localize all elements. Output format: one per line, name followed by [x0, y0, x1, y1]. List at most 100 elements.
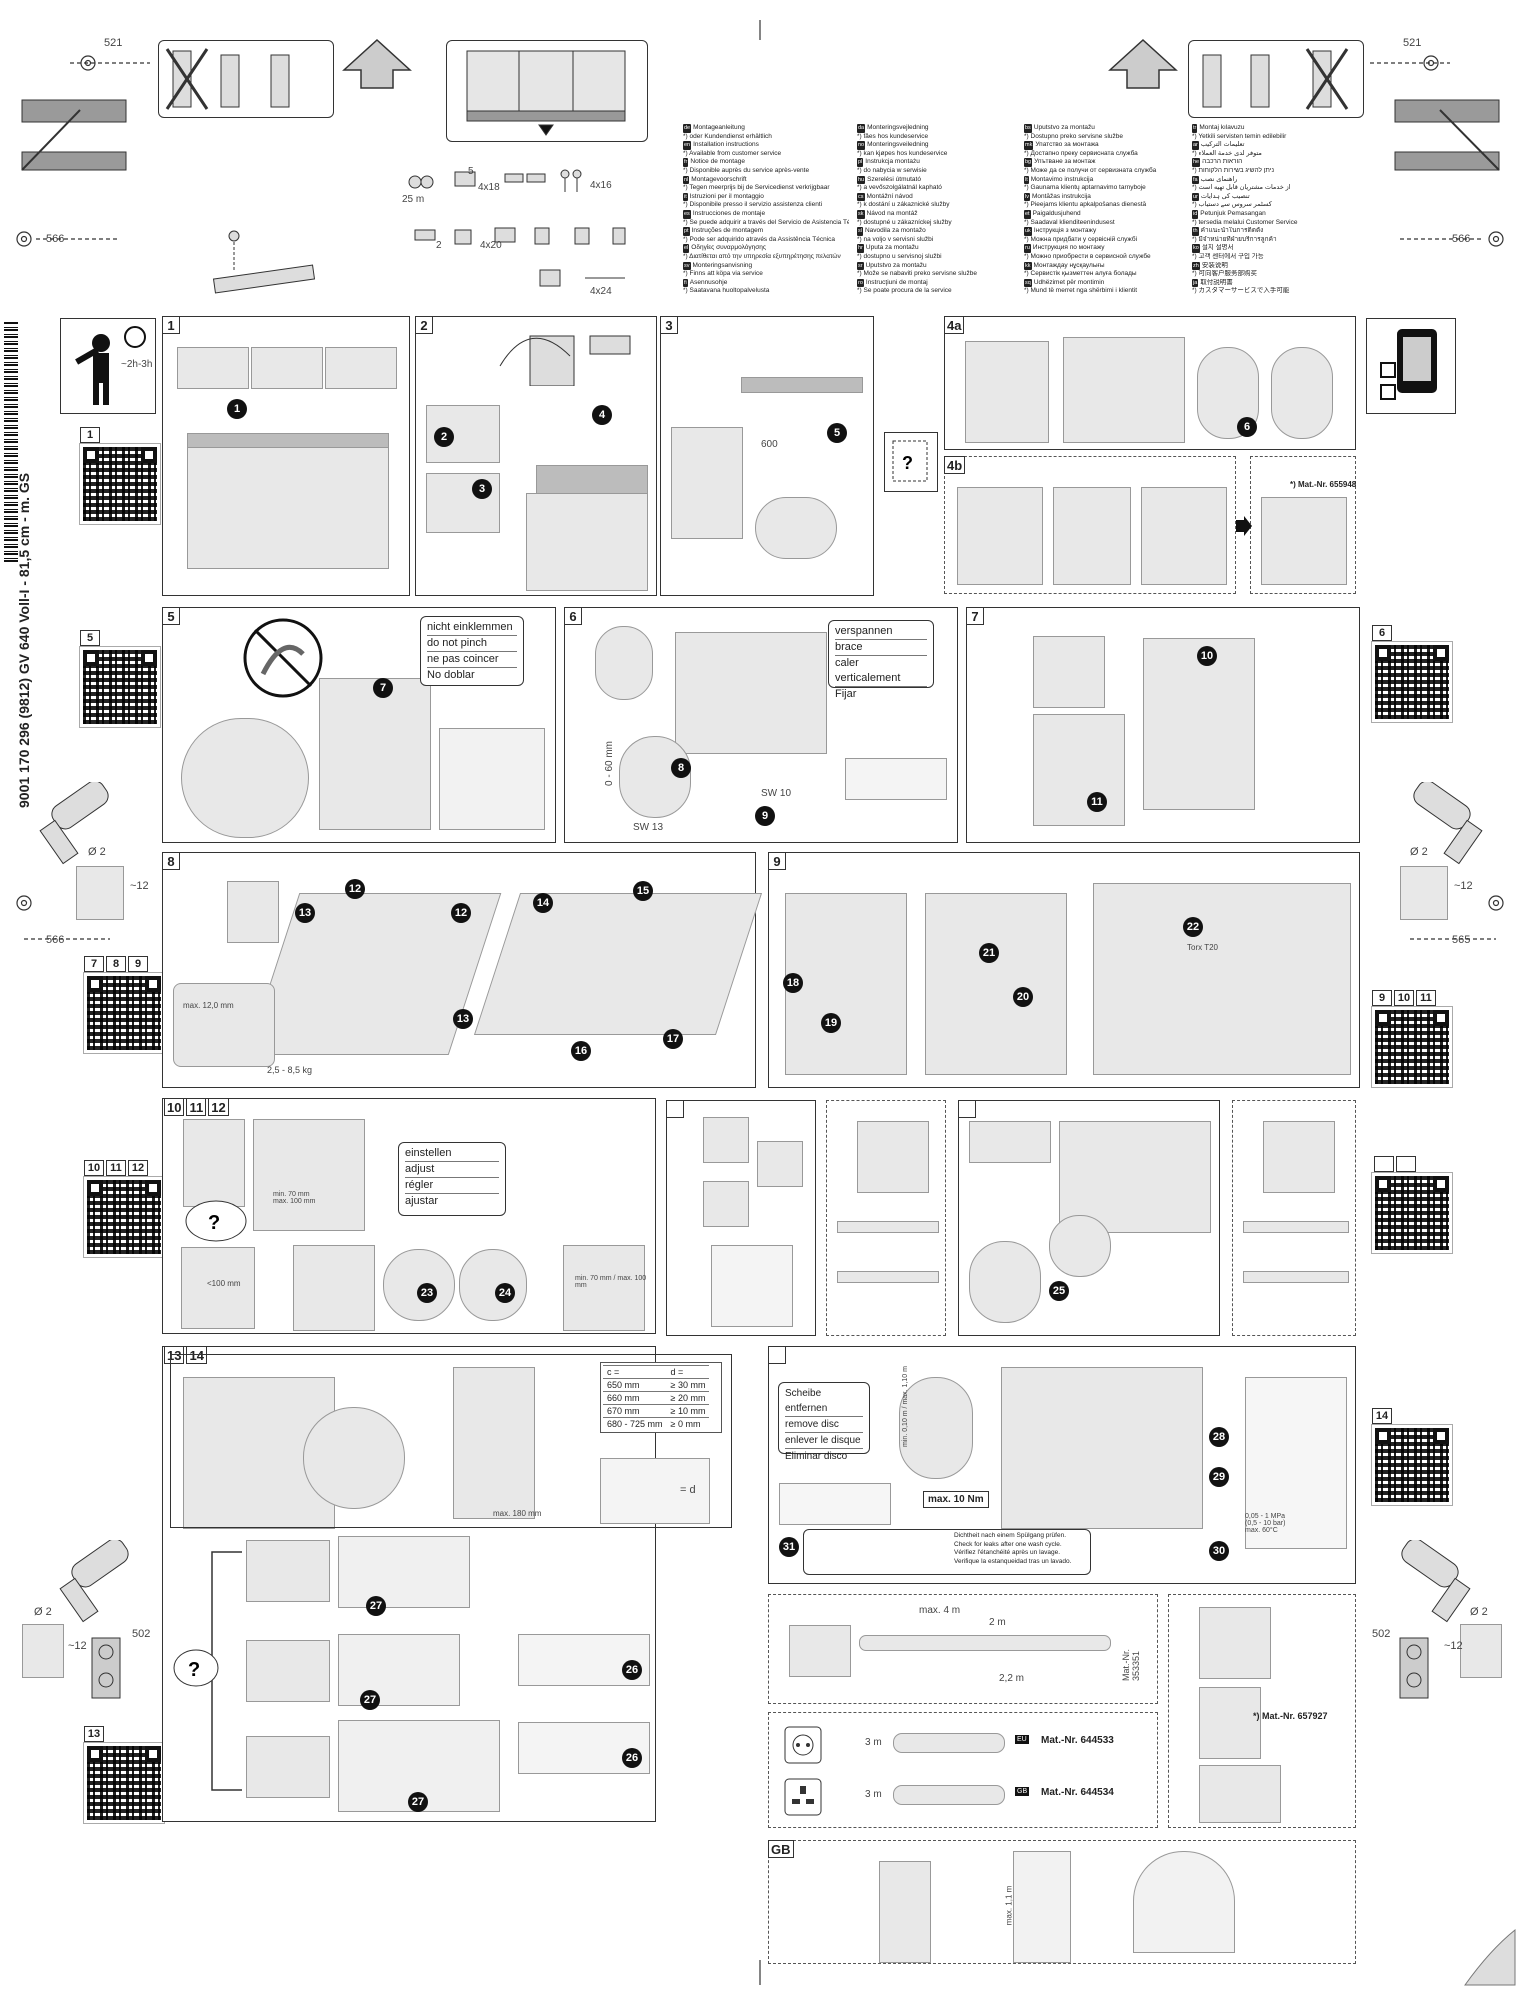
panel2-cables — [499, 335, 631, 386]
drill-hole-right-bottom — [1460, 1624, 1502, 1678]
language-note: *) Можно приобрести в сервисной службе — [1024, 253, 1190, 262]
language-code: he — [1192, 158, 1201, 167]
hinge-bracket-right — [1399, 1637, 1429, 1699]
step-panel-7: 7 10 11 — [966, 607, 1360, 843]
language-code: nl — [683, 175, 690, 185]
language-note: *) کسٹمر سروس سے دستیاب — [1192, 201, 1358, 210]
drill-dia-left-bottom: Ø 2 — [34, 1606, 52, 1618]
language-code: lt — [1024, 175, 1029, 185]
language-note: *) Yetkili servisten temin edilebilir — [1192, 133, 1358, 142]
language-text: *) Може да се получи от сервизната служб… — [1024, 166, 1157, 174]
drill-icon-right-bottom — [1401, 1540, 1471, 1623]
language-note: *) متوفر لدى خدمة العملاء — [1192, 150, 1358, 159]
language-code: de — [683, 124, 692, 133]
language-note: *) Finns att köpa via service — [683, 270, 849, 279]
language-text: *) Može se nabaviti preko servisne služb… — [857, 270, 977, 278]
language-text: *) カスタマーサービスで入手可能 — [1192, 287, 1290, 295]
qr-code-789[interactable] — [83, 972, 165, 1054]
leak-check-box: Dichtheit nach einem Spülgang prüfen.Che… — [803, 1529, 1091, 1575]
dim-bottom-left: 502 — [132, 1628, 151, 1640]
language-note: *) Dostupno preko servisne službe — [1024, 133, 1190, 142]
language-text: Instrucciones de montaje — [692, 209, 766, 217]
language-text: *) fåes hos kundeservice — [857, 132, 929, 140]
language-note: *) Може да се получи от сервизната служб… — [1024, 167, 1190, 176]
qr-label-13: 13 — [84, 1726, 104, 1742]
language-code: it — [683, 192, 688, 202]
language-text: *) کسٹمر سروس سے دستیاب — [1192, 201, 1272, 209]
language-text: Montagevoorschrift — [691, 175, 747, 183]
language-code: id — [1192, 209, 1199, 219]
language-code: hr — [857, 244, 864, 253]
qr-code-13[interactable] — [83, 1742, 165, 1824]
qr-code-5[interactable] — [79, 646, 161, 728]
cd-detail — [600, 1458, 710, 1524]
qr-code-6[interactable] — [1371, 641, 1453, 723]
drill-icon-left-bottom — [59, 1540, 129, 1623]
language-code: sr — [857, 261, 864, 271]
language-text: *) Disponibile presso il servizio assist… — [683, 201, 823, 209]
language-text: הוראות הרכבה — [1202, 158, 1243, 166]
language-note: *) Διατίθεται από την υπηρεσία εξυπηρέτη… — [683, 253, 849, 262]
mat-nr-4b: *) Mat.-Nr. 655948 — [1290, 480, 1357, 489]
phone-qr-box — [1366, 318, 1456, 414]
language-text: Istruzioni per il montaggio — [689, 192, 764, 200]
language-code: sk — [857, 209, 865, 219]
language-text: Asennusohje — [689, 278, 728, 286]
step-panel-1: 1 1 — [162, 316, 410, 596]
language-text: *) a vevőszolgálatnál kapható — [857, 184, 942, 192]
drill-icon-right-top — [1413, 782, 1483, 865]
qr-code-101112[interactable] — [83, 1176, 165, 1258]
drill-dia-right-bottom: Ø 2 — [1470, 1606, 1488, 1618]
language-text: *) 고객 센터에서 구입 가능 — [1192, 252, 1264, 260]
language-note: *) Može se nabaviti preko servisne služb… — [857, 270, 1023, 279]
language-text: Uputstvo za montažu — [1033, 124, 1095, 131]
hinge-bracket-left — [91, 1637, 121, 1699]
language-code: en — [683, 141, 692, 150]
step-27a: 27 — [366, 1596, 386, 1616]
dim-mid-right: 566 — [1452, 233, 1471, 245]
qr-code-91011[interactable] — [1371, 1006, 1453, 1088]
language-code: bg — [1024, 158, 1033, 167]
qr-code-14[interactable] — [1371, 1424, 1453, 1506]
barcode — [4, 322, 18, 562]
language-text: Instrukcja montażu — [865, 158, 920, 166]
svg-text:?: ? — [208, 1212, 220, 1234]
alignment-panel — [666, 1100, 816, 1336]
language-text: *) Можна придбати у сервісній службі — [1024, 235, 1138, 243]
language-text: Návod na montáž — [866, 209, 918, 217]
option-a-rail — [338, 1536, 470, 1608]
step-panel-3: 3 5 600 — [660, 316, 874, 596]
language-code: es — [683, 209, 691, 219]
qr-code-blank[interactable] — [1371, 1172, 1453, 1254]
tool-time-box: ~2h-3h — [60, 318, 156, 414]
step-27b: 27 — [360, 1690, 380, 1710]
language-text: *) Tegen meerprijs bij de Servicedienst … — [683, 184, 830, 192]
qr-label-blank — [1374, 1156, 1416, 1172]
qr-label-6: 6 — [1372, 625, 1392, 641]
language-text: *) oder Kundendienst erhältlich — [683, 132, 772, 140]
option-b-cabinet — [246, 1640, 330, 1702]
language-code: hu — [857, 175, 866, 185]
gb-panel: GB max. 1,1 m — [768, 1840, 1356, 1964]
step-panel-9: 9 18 19 21 20 22 Torx T20 — [768, 852, 1360, 1088]
language-text: *) dostupno u servisnoj službi — [857, 252, 942, 260]
no-pinch-icon — [243, 618, 323, 698]
language-note: *) Saadaval klienditeenindusest — [1024, 219, 1190, 228]
cable-extension-panel: 3 m 3 m EU GB Mat.-Nr. 644533 Mat.-Nr. 6… — [768, 1712, 1158, 1828]
language-note: *) kan kjøpes hos kundeservice — [857, 150, 1023, 159]
step-panel-4a: 4a 6 — [944, 316, 1356, 450]
qr-code-1[interactable] — [79, 443, 161, 525]
language-code: et — [1024, 209, 1031, 219]
